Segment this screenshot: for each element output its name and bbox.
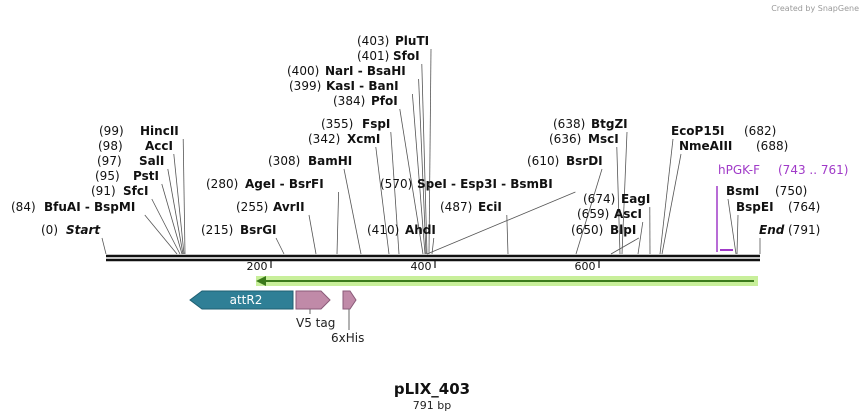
leader-line: [173, 153, 185, 255]
leader-line: [412, 93, 426, 255]
leader-line: [275, 237, 285, 255]
site-label-nmeaiii[interactable]: NmeAIII(688): [679, 139, 788, 153]
site-label-bsmi[interactable]: BsmI(750): [726, 184, 807, 198]
tick-label-400: 400: [411, 260, 432, 273]
attr2-arrow: [189, 290, 294, 310]
site-label-acci[interactable]: (98)AccI: [98, 139, 173, 153]
site-label-xcmi[interactable]: (342)XcmI: [308, 132, 380, 146]
tick-label-600: 600: [575, 260, 596, 273]
leader-line: [336, 191, 339, 255]
orf-arrow[interactable]: [256, 276, 758, 286]
leader-line: [161, 183, 183, 255]
site-label-bspei[interactable]: BspEI(764): [736, 200, 820, 214]
primer-range: (743 .. 761): [778, 163, 848, 177]
site-labels: (0)Start End(791) (84)BfuAI - BspMI (91)Sfc…: [11, 34, 820, 237]
feature-6xhis[interactable]: 6xHis: [331, 290, 364, 345]
tick-label-200: 200: [247, 260, 268, 273]
6xhis-label: 6xHis: [331, 331, 364, 345]
attr2-label: attR2: [230, 293, 263, 307]
plasmid-length: 791 bp: [413, 399, 451, 412]
site-label-pluti[interactable]: (403)PluTI: [357, 34, 429, 48]
snapgene-credit: Created by SnapGene: [771, 4, 859, 13]
v5-tag-label: V5 tag: [296, 316, 335, 330]
site-label-bsrdi[interactable]: (610)BsrDI: [527, 154, 603, 168]
leader-line: [101, 237, 107, 255]
leader-line: [426, 191, 576, 255]
leader-line: [343, 168, 362, 255]
leader-line: [428, 48, 432, 255]
site-label-ahdi[interactable]: (410)AhdI: [367, 223, 436, 237]
primer-hpgk-f[interactable]: hPGK-F (743 .. 761): [716, 163, 848, 252]
leader-line: [727, 198, 737, 255]
site-label-bamhi[interactable]: (308)BamHI: [268, 154, 352, 168]
end-label-start[interactable]: (0)Start: [41, 223, 101, 237]
leader-line: [616, 146, 621, 255]
v5-tag-arrow: [295, 290, 331, 310]
feature-attr2[interactable]: attR2: [189, 290, 294, 310]
leader-line: [659, 138, 674, 255]
leader-line: [375, 146, 390, 255]
site-label-kasi[interactable]: (399)KasI - BanI: [289, 79, 399, 93]
leader-line: [182, 138, 186, 255]
leader-line: [575, 168, 603, 255]
leader-line: [167, 168, 184, 255]
site-leader-lines: [101, 48, 761, 255]
site-label-asci[interactable]: (659)AscI: [577, 207, 642, 221]
site-label-bfuai[interactable]: (84)BfuAI - BspMI: [11, 200, 135, 214]
leader-line: [144, 214, 178, 255]
plasmid-title: pLIX_403: [394, 380, 470, 398]
site-label-psti[interactable]: (95)PstI: [95, 169, 159, 183]
site-label-nari[interactable]: (400)NarI - BsaHI: [287, 64, 406, 78]
site-label-fspi[interactable]: (355)FspI: [321, 117, 390, 131]
site-label-msci[interactable]: (636)MscI: [549, 132, 619, 146]
feature-v5-tag[interactable]: V5 tag: [295, 290, 335, 330]
site-label-ecii[interactable]: (487)EciI: [440, 200, 502, 214]
leader-line: [637, 221, 644, 255]
site-label-sfoi[interactable]: (401)SfoI: [357, 49, 420, 63]
site-label-sali[interactable]: (97)SalI: [97, 154, 164, 168]
6xhis-arrow: [342, 290, 357, 310]
site-label-sfci[interactable]: (91)SfcI: [91, 184, 148, 198]
site-label-pfoi[interactable]: (384)PfoI: [333, 94, 398, 108]
site-label-spei[interactable]: (570)SpeI - Esp3I - BsmBI: [380, 177, 553, 191]
ruler-ticks: 200 400 600: [247, 260, 600, 273]
sequence-backbone: [106, 254, 760, 262]
site-label-ecop15i[interactable]: EcoP15I(682): [671, 124, 776, 138]
leader-line: [151, 198, 181, 255]
leader-line: [399, 108, 424, 255]
leader-line: [610, 237, 639, 255]
orf-arrowhead: [256, 276, 266, 286]
site-label-blpi[interactable]: (650)BlpI: [571, 223, 636, 237]
leader-line: [421, 63, 428, 255]
leader-line: [431, 237, 435, 255]
leader-line: [621, 131, 628, 255]
leader-line: [506, 214, 509, 255]
primer-label: hPGK-F: [718, 163, 760, 177]
leader-line: [736, 214, 739, 255]
end-label-end[interactable]: End(791): [759, 223, 820, 237]
site-label-btgzi[interactable]: (638)BtgZI: [553, 117, 628, 131]
leader-line: [418, 78, 427, 255]
site-label-agei[interactable]: (280)AgeI - BsrFI: [206, 177, 324, 191]
leader-line: [390, 131, 400, 255]
site-label-eagi[interactable]: (674)EagI: [583, 192, 650, 206]
leader-line: [308, 214, 317, 255]
site-label-hincii[interactable]: (99)HincII: [99, 124, 179, 138]
leader-line: [661, 153, 682, 255]
site-label-bsrgi[interactable]: (215)BsrGI: [201, 223, 277, 237]
site-label-avrii[interactable]: (255)AvrII: [236, 200, 305, 214]
